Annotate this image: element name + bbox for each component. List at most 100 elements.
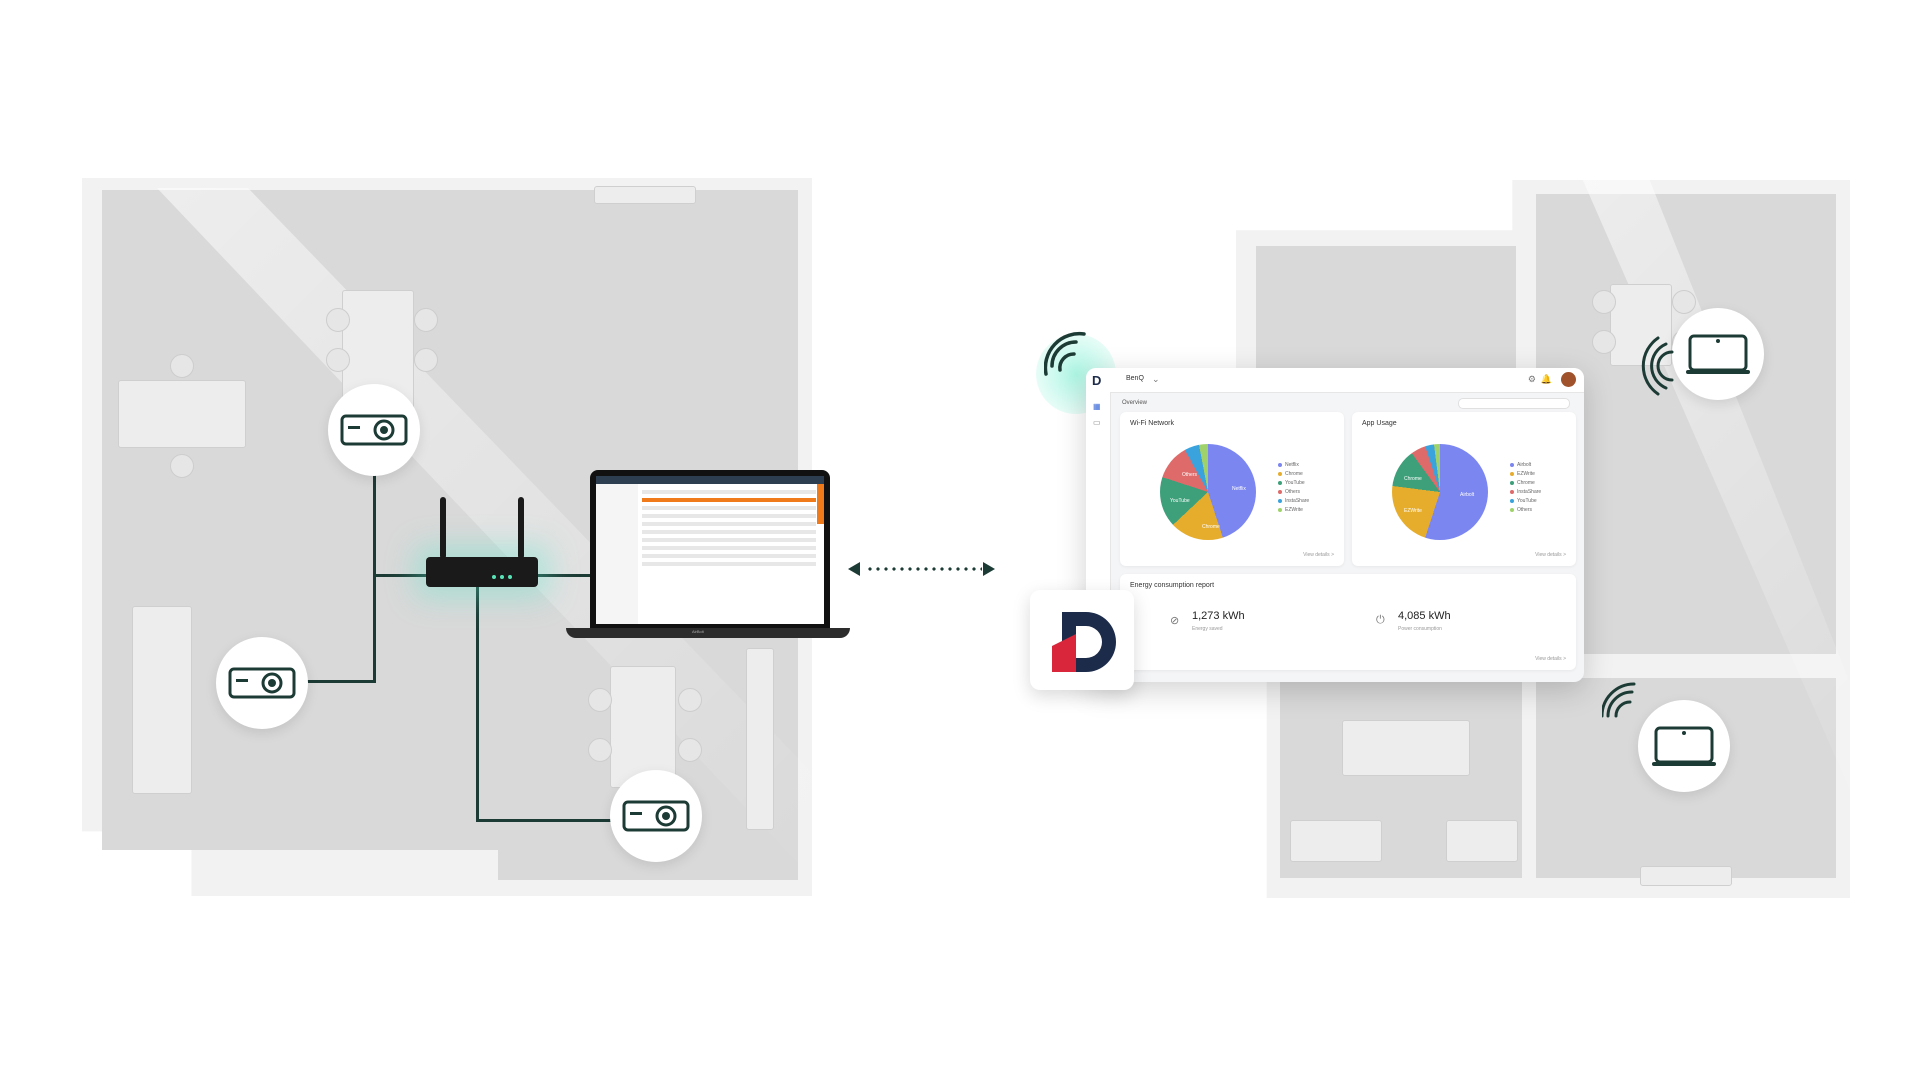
router-antenna [440,497,446,559]
connection-line [373,574,427,577]
legend-item: EZWrite [1278,505,1309,514]
projector-device[interactable] [216,637,308,729]
app-usage-card: App Usage Airbolt EZWrite Chrome Airbolt… [1352,412,1576,566]
laptop-app-sidebar [596,484,638,624]
arrow-right-icon [983,562,995,576]
laptop-side-tab[interactable] [817,484,824,524]
table-row[interactable] [642,498,816,502]
chair [588,738,612,762]
legend-dot [1510,507,1514,512]
table-row [642,538,816,542]
tenant-selector[interactable]: BenQ [1126,375,1144,382]
chair [326,308,350,332]
legend-item: InstaShare [1510,487,1541,496]
legend-dot [1510,489,1514,494]
router-led [500,575,504,579]
legend-dot [1278,507,1282,512]
router-led [492,575,496,579]
dms-logo-tile[interactable] [1030,590,1134,690]
card-title: Wi-Fi Network [1130,420,1174,427]
wifi-pie-chart[interactable] [1160,444,1256,540]
app-usage-pie-chart[interactable] [1392,444,1488,540]
legend-dot [1278,462,1282,467]
legend-label: Netflix [1285,461,1299,468]
connection-line [476,819,614,822]
projector-device[interactable] [610,770,702,862]
projector-icon [228,667,296,699]
filter-bar[interactable] [1458,398,1570,409]
laptop-brand: AirBolt [692,629,704,634]
table-row [642,562,816,566]
legend-label: InstaShare [1285,497,1310,504]
table-row [642,530,816,534]
legend-label: Others [1285,488,1301,495]
table-row [642,514,816,518]
wifi-icon [1641,336,1674,396]
bell-icon[interactable]: 🔔 [1540,374,1552,384]
router[interactable] [426,497,538,587]
display-device[interactable] [1672,308,1764,400]
avatar[interactable] [1561,372,1576,387]
brand-logo-icon: D [1092,373,1102,388]
window-shelf [594,186,696,204]
display-device[interactable] [1638,700,1730,792]
chair [678,738,702,762]
legend-label: Chrome [1517,479,1535,486]
connection-line [373,474,376,682]
wifi-network-card: Wi-Fi Network Netflix Chrome YouTube Oth… [1120,412,1344,566]
pie-label: Airbolt [1460,492,1475,498]
monitor-icon[interactable]: ▭ [1093,418,1101,427]
legend-label: Airbolt [1517,461,1532,468]
legend-item: Netflix [1278,460,1309,469]
power-consumption-label: Power consumption [1398,626,1442,632]
sofa [132,606,192,794]
projector-icon [622,800,690,832]
power-icon: ⏻ [1376,614,1385,626]
table-row [642,546,816,550]
chevron-down-icon[interactable]: ⌄ [1152,374,1160,384]
legend-dot [1510,462,1514,467]
card-title: App Usage [1362,420,1397,427]
legend-label: YouTube [1285,479,1305,486]
legend-dot [1510,480,1514,485]
wifi-icon [1044,331,1086,376]
card-title: Energy consumption report [1130,582,1215,589]
chair [678,688,702,712]
connection-line [306,680,376,683]
view-more-link[interactable]: View details > [1303,552,1334,558]
energy-saved-value: 1,273 kWh [1192,610,1245,622]
legend-label: EZWrite [1517,470,1535,477]
view-more-link[interactable]: View details > [1535,656,1566,662]
gear-icon[interactable]: ⚙ [1527,374,1536,384]
legend-label: InstaShare [1517,488,1542,495]
brand-logo-icon [1052,612,1116,672]
laptop-screen[interactable] [590,470,830,630]
wifi-icon [1602,682,1636,718]
view-more-link[interactable]: View details > [1535,552,1566,558]
meeting-table [610,666,676,788]
monitor-icon [1686,334,1750,374]
dashboard-header: D BenQ ⌄ ⚙ 🔔 [1086,368,1584,393]
chair [414,348,438,372]
connection-line [538,574,592,577]
energy-saved-label: Energy saved [1192,626,1223,632]
legend-item: Airbolt [1510,460,1541,469]
grid-icon[interactable]: ▦ [1093,402,1101,411]
legend-dot [1278,498,1282,503]
shelf [1290,820,1382,862]
arrow-left-icon [848,562,860,576]
table-row [642,490,816,494]
legend-label: Chrome [1285,470,1303,477]
projector-icon [340,414,408,446]
projector-device[interactable] [328,384,420,476]
energy-report-card: Energy consumption report ⊘ 1,273 kWh En… [1120,574,1576,670]
legend-dot [1278,489,1282,494]
table-row [642,554,816,558]
table-row [642,506,816,510]
shelf [1446,820,1518,862]
legend-label: EZWrite [1285,506,1303,513]
power-consumption-value: 4,085 kWh [1398,610,1451,622]
left-floor-plan [82,178,822,896]
